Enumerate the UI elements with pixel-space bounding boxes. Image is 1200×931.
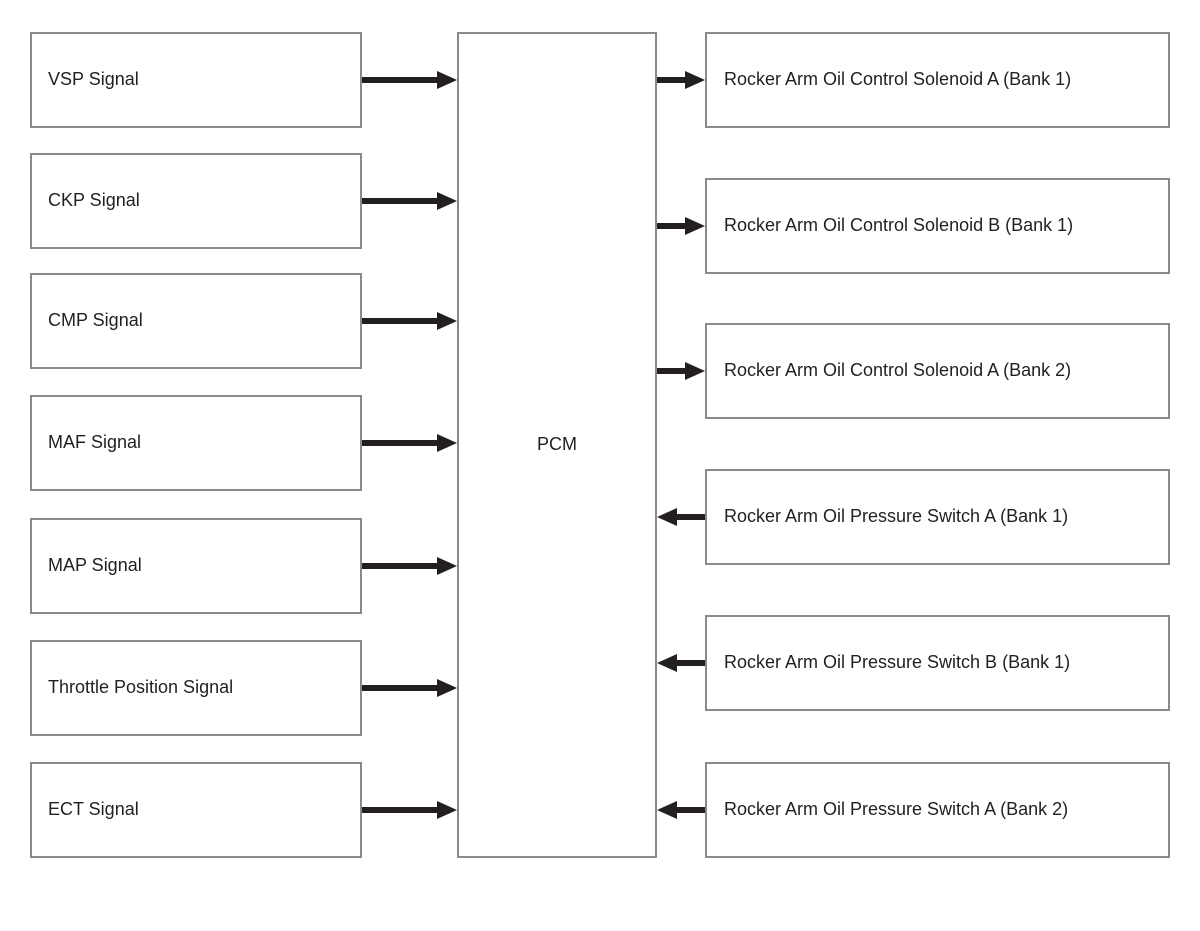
arrow-right-icon — [362, 679, 457, 697]
arrow-head — [437, 557, 457, 575]
arrow-shaft — [362, 563, 437, 569]
right-device-box: Rocker Arm Oil Pressure Switch A (Bank 1… — [705, 469, 1170, 565]
arrow-shaft — [677, 660, 705, 666]
arrow-shaft — [677, 807, 705, 813]
right-device-label: Rocker Arm Oil Control Solenoid B (Bank … — [724, 215, 1074, 236]
right-device-box: Rocker Arm Oil Control Solenoid B (Bank … — [705, 178, 1170, 274]
arrow-shaft — [657, 223, 685, 229]
right-device-label: Rocker Arm Oil Pressure Switch A (Bank 2… — [724, 799, 1069, 820]
arrow-shaft — [362, 807, 437, 813]
right-device-box: Rocker Arm Oil Pressure Switch B (Bank 1… — [705, 615, 1170, 711]
arrow-head — [657, 801, 677, 819]
input-signal-label: ECT Signal — [48, 799, 139, 820]
right-device-label: Rocker Arm Oil Pressure Switch B (Bank 1… — [724, 652, 1071, 673]
arrow-left-icon — [657, 508, 705, 526]
right-device-label: Rocker Arm Oil Control Solenoid A (Bank … — [724, 69, 1072, 90]
arrow-head — [437, 71, 457, 89]
arrow-right-icon — [362, 192, 457, 210]
right-device-label: Rocker Arm Oil Control Solenoid A (Bank … — [724, 360, 1072, 381]
input-signal-box: MAP Signal — [30, 518, 362, 614]
arrow-head — [657, 508, 677, 526]
arrow-left-icon — [657, 801, 705, 819]
input-signal-box: CMP Signal — [30, 273, 362, 369]
arrow-head — [685, 217, 705, 235]
arrow-head — [437, 801, 457, 819]
arrow-head — [657, 654, 677, 672]
input-signal-box: MAF Signal — [30, 395, 362, 491]
arrow-right-icon — [362, 312, 457, 330]
input-signal-label: CKP Signal — [48, 190, 140, 211]
input-signal-label: Throttle Position Signal — [48, 677, 234, 698]
arrow-left-icon — [657, 654, 705, 672]
right-device-box: Rocker Arm Oil Control Solenoid A (Bank … — [705, 323, 1170, 419]
arrow-shaft — [362, 318, 437, 324]
arrow-shaft — [657, 368, 685, 374]
arrow-right-icon — [657, 71, 705, 89]
arrow-right-icon — [657, 217, 705, 235]
arrow-right-icon — [657, 362, 705, 380]
arrow-shaft — [362, 77, 437, 83]
arrow-right-icon — [362, 434, 457, 452]
input-signal-label: CMP Signal — [48, 310, 143, 331]
input-signal-box: VSP Signal — [30, 32, 362, 128]
input-signal-label: MAP Signal — [48, 555, 142, 576]
arrow-head — [685, 71, 705, 89]
input-signal-box: ECT Signal — [30, 762, 362, 858]
arrow-right-icon — [362, 71, 457, 89]
arrow-head — [437, 192, 457, 210]
right-device-label: Rocker Arm Oil Pressure Switch A (Bank 1… — [724, 506, 1069, 527]
input-signal-box: CKP Signal — [30, 153, 362, 249]
pcm-label: PCM — [537, 434, 577, 455]
input-signal-box: Throttle Position Signal — [30, 640, 362, 736]
arrow-head — [437, 312, 457, 330]
right-device-box: Rocker Arm Oil Pressure Switch A (Bank 2… — [705, 762, 1170, 858]
arrow-right-icon — [362, 557, 457, 575]
input-signal-label: MAF Signal — [48, 432, 142, 453]
arrow-head — [437, 679, 457, 697]
arrow-shaft — [677, 514, 705, 520]
arrow-head — [437, 434, 457, 452]
input-signal-label: VSP Signal — [48, 69, 139, 90]
arrow-head — [685, 362, 705, 380]
arrow-shaft — [362, 685, 437, 691]
arrow-right-icon — [362, 801, 457, 819]
right-device-box: Rocker Arm Oil Control Solenoid A (Bank … — [705, 32, 1170, 128]
arrow-shaft — [362, 440, 437, 446]
arrow-shaft — [657, 77, 685, 83]
arrow-shaft — [362, 198, 437, 204]
pcm-box: PCM — [457, 32, 657, 858]
